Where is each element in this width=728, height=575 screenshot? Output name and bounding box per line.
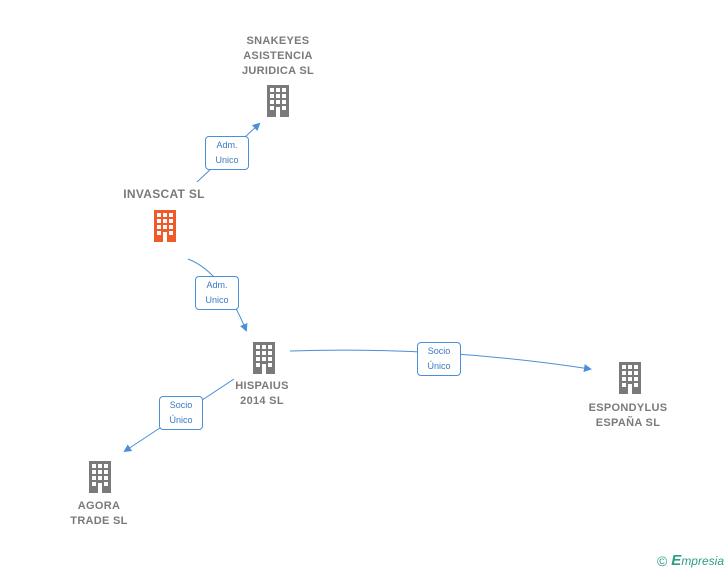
edge-label-invascat-snakeyes: Adm. Unico <box>205 136 249 170</box>
edge-label-hispaius-espondylus: Socio Único <box>417 342 461 376</box>
building-icon-hispaius[interactable] <box>253 342 275 374</box>
brand-name: mpresia <box>681 554 724 568</box>
building-icon-invascat[interactable] <box>154 210 176 242</box>
node-label-agora[interactable]: AGORA TRADE SL <box>70 500 128 527</box>
copyright-icon: © <box>656 552 668 569</box>
edge-label-hispaius-agora: Socio Único <box>159 396 203 430</box>
node-label-snakeyes[interactable]: SNAKEYES ASISTENCIA JURIDICA SL <box>242 35 314 77</box>
empresia-logo: © Empresia <box>657 552 724 569</box>
node-label-hispaius[interactable]: HISPAIUS 2014 SL <box>235 380 289 407</box>
node-label-espondylus[interactable]: ESPONDYLUS ESPAÑA SL <box>588 402 668 429</box>
building-icon-agora[interactable] <box>89 461 111 493</box>
brand-e: E <box>671 552 682 569</box>
node-label-invascat[interactable]: INVASCAT SL <box>123 187 205 201</box>
edge-label-invascat-hispaius: Adm. Unico <box>195 276 239 310</box>
building-icon-espondylus[interactable] <box>619 362 641 394</box>
building-icon-snakeyes[interactable] <box>267 85 289 117</box>
